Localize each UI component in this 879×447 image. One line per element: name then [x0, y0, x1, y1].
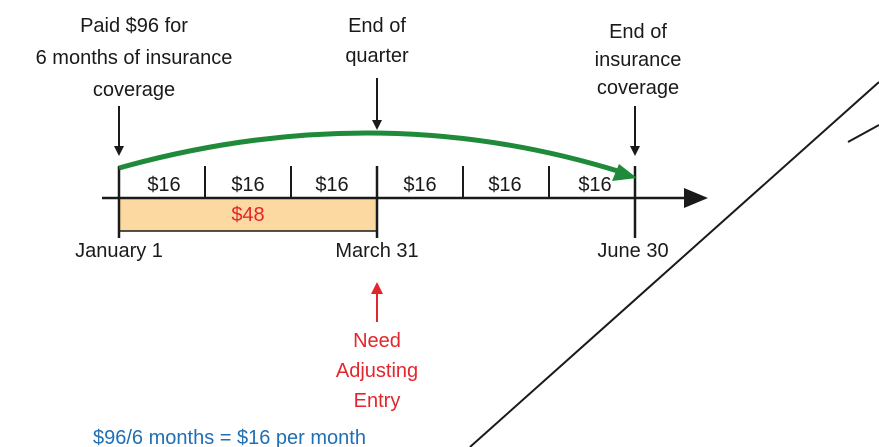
month-amount-3: $16	[315, 174, 348, 196]
quarter-annotation-line1: End of	[348, 15, 406, 37]
month-amount-2: $16	[231, 174, 264, 196]
expired-period-box	[118, 197, 378, 232]
coverage-annotation-line1: End of	[609, 21, 667, 43]
monthly-cost-formula: $96/6 months = $16 per month	[93, 427, 366, 447]
page-fold-line-upper	[847, 124, 879, 143]
quarter-annotation-line2: quarter	[345, 45, 409, 67]
date-label-quarter-end: March 31	[335, 240, 418, 262]
month-amount-6: $16	[578, 174, 611, 196]
paid-annotation-line1: Paid $96 for	[80, 15, 188, 37]
coverage-arc-arrowhead	[612, 164, 637, 181]
month-amount-5: $16	[488, 174, 521, 196]
page-fold-line-diagonal	[469, 81, 879, 447]
adjusting-note-line2: Adjusting	[336, 360, 418, 382]
expired-total-label: $48	[231, 204, 264, 226]
date-label-end: June 30	[597, 240, 668, 262]
coverage-annotation-line3: coverage	[597, 77, 679, 99]
coverage-annotation-line2: insurance	[595, 49, 682, 71]
date-label-start: January 1	[75, 240, 163, 262]
adjusting-note-line3: Entry	[354, 390, 401, 412]
coverage-arc	[118, 130, 622, 175]
paid-annotation-line3: coverage	[93, 79, 175, 101]
adjusting-note-line1: Need	[353, 330, 401, 352]
month-amount-1: $16	[147, 174, 180, 196]
timeline-axis-arrowhead	[684, 188, 708, 208]
month-amount-4: $16	[403, 174, 436, 196]
paid-annotation-line2: 6 months of insurance	[36, 47, 233, 69]
